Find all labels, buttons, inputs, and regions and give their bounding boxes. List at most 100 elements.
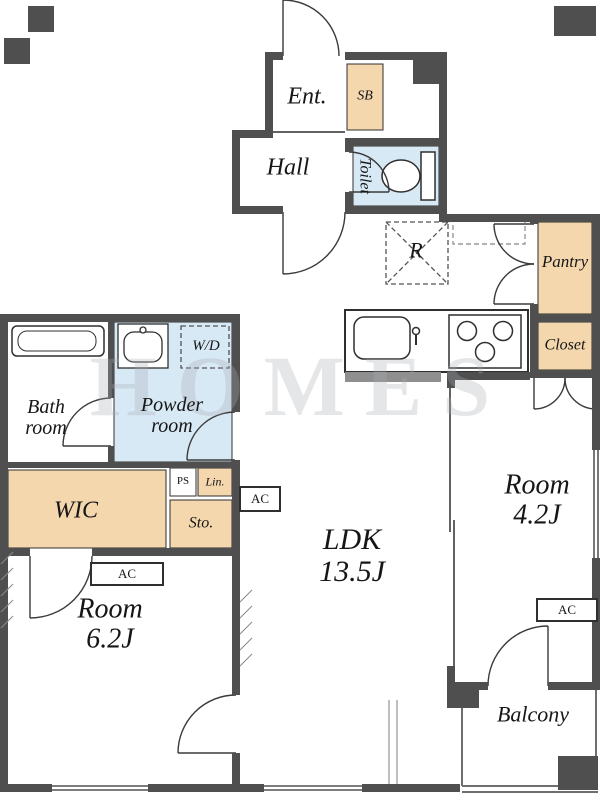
hatch-line — [239, 637, 253, 651]
entrance-label: Ent. — [287, 83, 327, 110]
ac-label: AC — [250, 491, 270, 506]
toilet-door-swing — [348, 151, 390, 193]
wall-segment — [265, 52, 273, 138]
kitchen-counter — [344, 309, 529, 382]
kitchen-faucet — [411, 326, 421, 336]
wall-segment — [345, 52, 447, 60]
room-right-label-line1: Room — [504, 469, 570, 501]
hatch-line — [239, 589, 253, 603]
pillar — [4, 38, 30, 64]
hatch-line — [0, 615, 14, 629]
wall-segment — [0, 548, 30, 556]
pillar — [558, 756, 598, 790]
powder-room-label-line1: Powder — [140, 393, 204, 416]
bath-room-label-line2: room — [25, 417, 67, 439]
ac-box-room-right: AC — [536, 598, 598, 622]
window-room-right — [592, 450, 600, 558]
stove-burner — [456, 320, 478, 342]
hatch-line — [0, 599, 14, 613]
bathtub — [11, 325, 105, 357]
powder-room-label: Powder room — [140, 393, 204, 437]
wall-segment — [447, 666, 455, 690]
wall-segment — [108, 322, 114, 398]
counter-outline — [344, 309, 529, 373]
powder-door-swing — [186, 411, 236, 461]
pillar — [447, 682, 479, 708]
wall-segment — [592, 558, 600, 690]
bath-door-swing — [62, 397, 112, 447]
room-right-label-line2: 4.2J — [513, 499, 561, 530]
hatch-line — [0, 567, 14, 581]
shoe-box-area — [346, 63, 384, 131]
wall-segment — [92, 548, 240, 556]
wall-segment — [232, 314, 240, 412]
hatch-line — [0, 583, 14, 597]
wall-segment — [362, 784, 460, 792]
refrigerator-label: R — [409, 237, 423, 263]
wall-segment — [0, 462, 240, 468]
wall-segment — [265, 52, 283, 60]
ac-box-room-left: AC — [90, 562, 164, 586]
toilet-fixture — [381, 151, 436, 201]
counter-front-strip — [345, 372, 441, 382]
wic-area — [7, 469, 167, 549]
closet-label: Closet — [544, 336, 586, 354]
pantry-label: Pantry — [541, 251, 589, 271]
wall-segment — [530, 304, 538, 378]
shoe-box-label: SB — [357, 88, 373, 104]
bath-room-label: Bath room — [25, 396, 67, 439]
hatch-line — [239, 621, 253, 635]
wall-segment — [0, 314, 240, 322]
wall-segment — [439, 214, 600, 222]
wall-segment — [548, 682, 600, 690]
wall-segment — [148, 784, 264, 792]
room-right-label: Room 4.2J — [504, 470, 569, 529]
wall-segment — [345, 192, 353, 214]
ac-label: AC — [557, 602, 577, 617]
linen-label: Lin. — [205, 474, 225, 489]
washer-dryer-label: W/D — [192, 338, 220, 355]
wall-segment — [232, 130, 240, 214]
closet-door-swing-right — [564, 377, 597, 410]
wall-segment — [0, 784, 52, 792]
wall-segment — [530, 214, 538, 224]
pantry-area — [537, 221, 593, 315]
ldk-label: LDK 13.5J — [319, 524, 385, 588]
wall-segment — [530, 314, 600, 322]
ac-label: AC — [117, 566, 137, 581]
wall-segment — [447, 372, 455, 388]
hall-door-swing — [282, 211, 346, 275]
wall-segment — [530, 370, 600, 378]
linen-area — [197, 467, 233, 497]
hatch-line — [0, 551, 14, 565]
stove-outline — [448, 314, 522, 369]
storage-label: Sto. — [188, 514, 214, 532]
pantry-door-swing-top — [493, 223, 535, 265]
wic-label: WIC — [54, 497, 98, 524]
walls — [0, 52, 600, 792]
window-room-left — [52, 784, 148, 792]
toilet-label: Toilet — [356, 158, 374, 194]
hatch-line — [239, 605, 253, 619]
balcony-door-swing — [487, 625, 549, 687]
wall-segment — [232, 460, 240, 695]
wall-segment — [345, 206, 447, 214]
room-left-label-line2: 6.2J — [86, 623, 134, 654]
wall-segment — [439, 52, 447, 214]
wall-segment — [232, 753, 240, 792]
wall-segment — [447, 372, 530, 380]
closet-door-swing-left — [533, 377, 566, 410]
pipe-space-area — [169, 467, 197, 497]
stove-burner — [492, 320, 514, 342]
hatch-marks — [0, 551, 398, 784]
door-swings — [29, 0, 597, 754]
balcony-label: Balcony — [496, 701, 570, 727]
wall-segment — [108, 446, 114, 466]
wall-segment — [345, 138, 447, 146]
vanity-sink — [117, 323, 169, 369]
pillar — [554, 6, 596, 36]
ac-box-ldk: AC — [239, 486, 281, 512]
washer-dryer-space — [180, 325, 230, 369]
